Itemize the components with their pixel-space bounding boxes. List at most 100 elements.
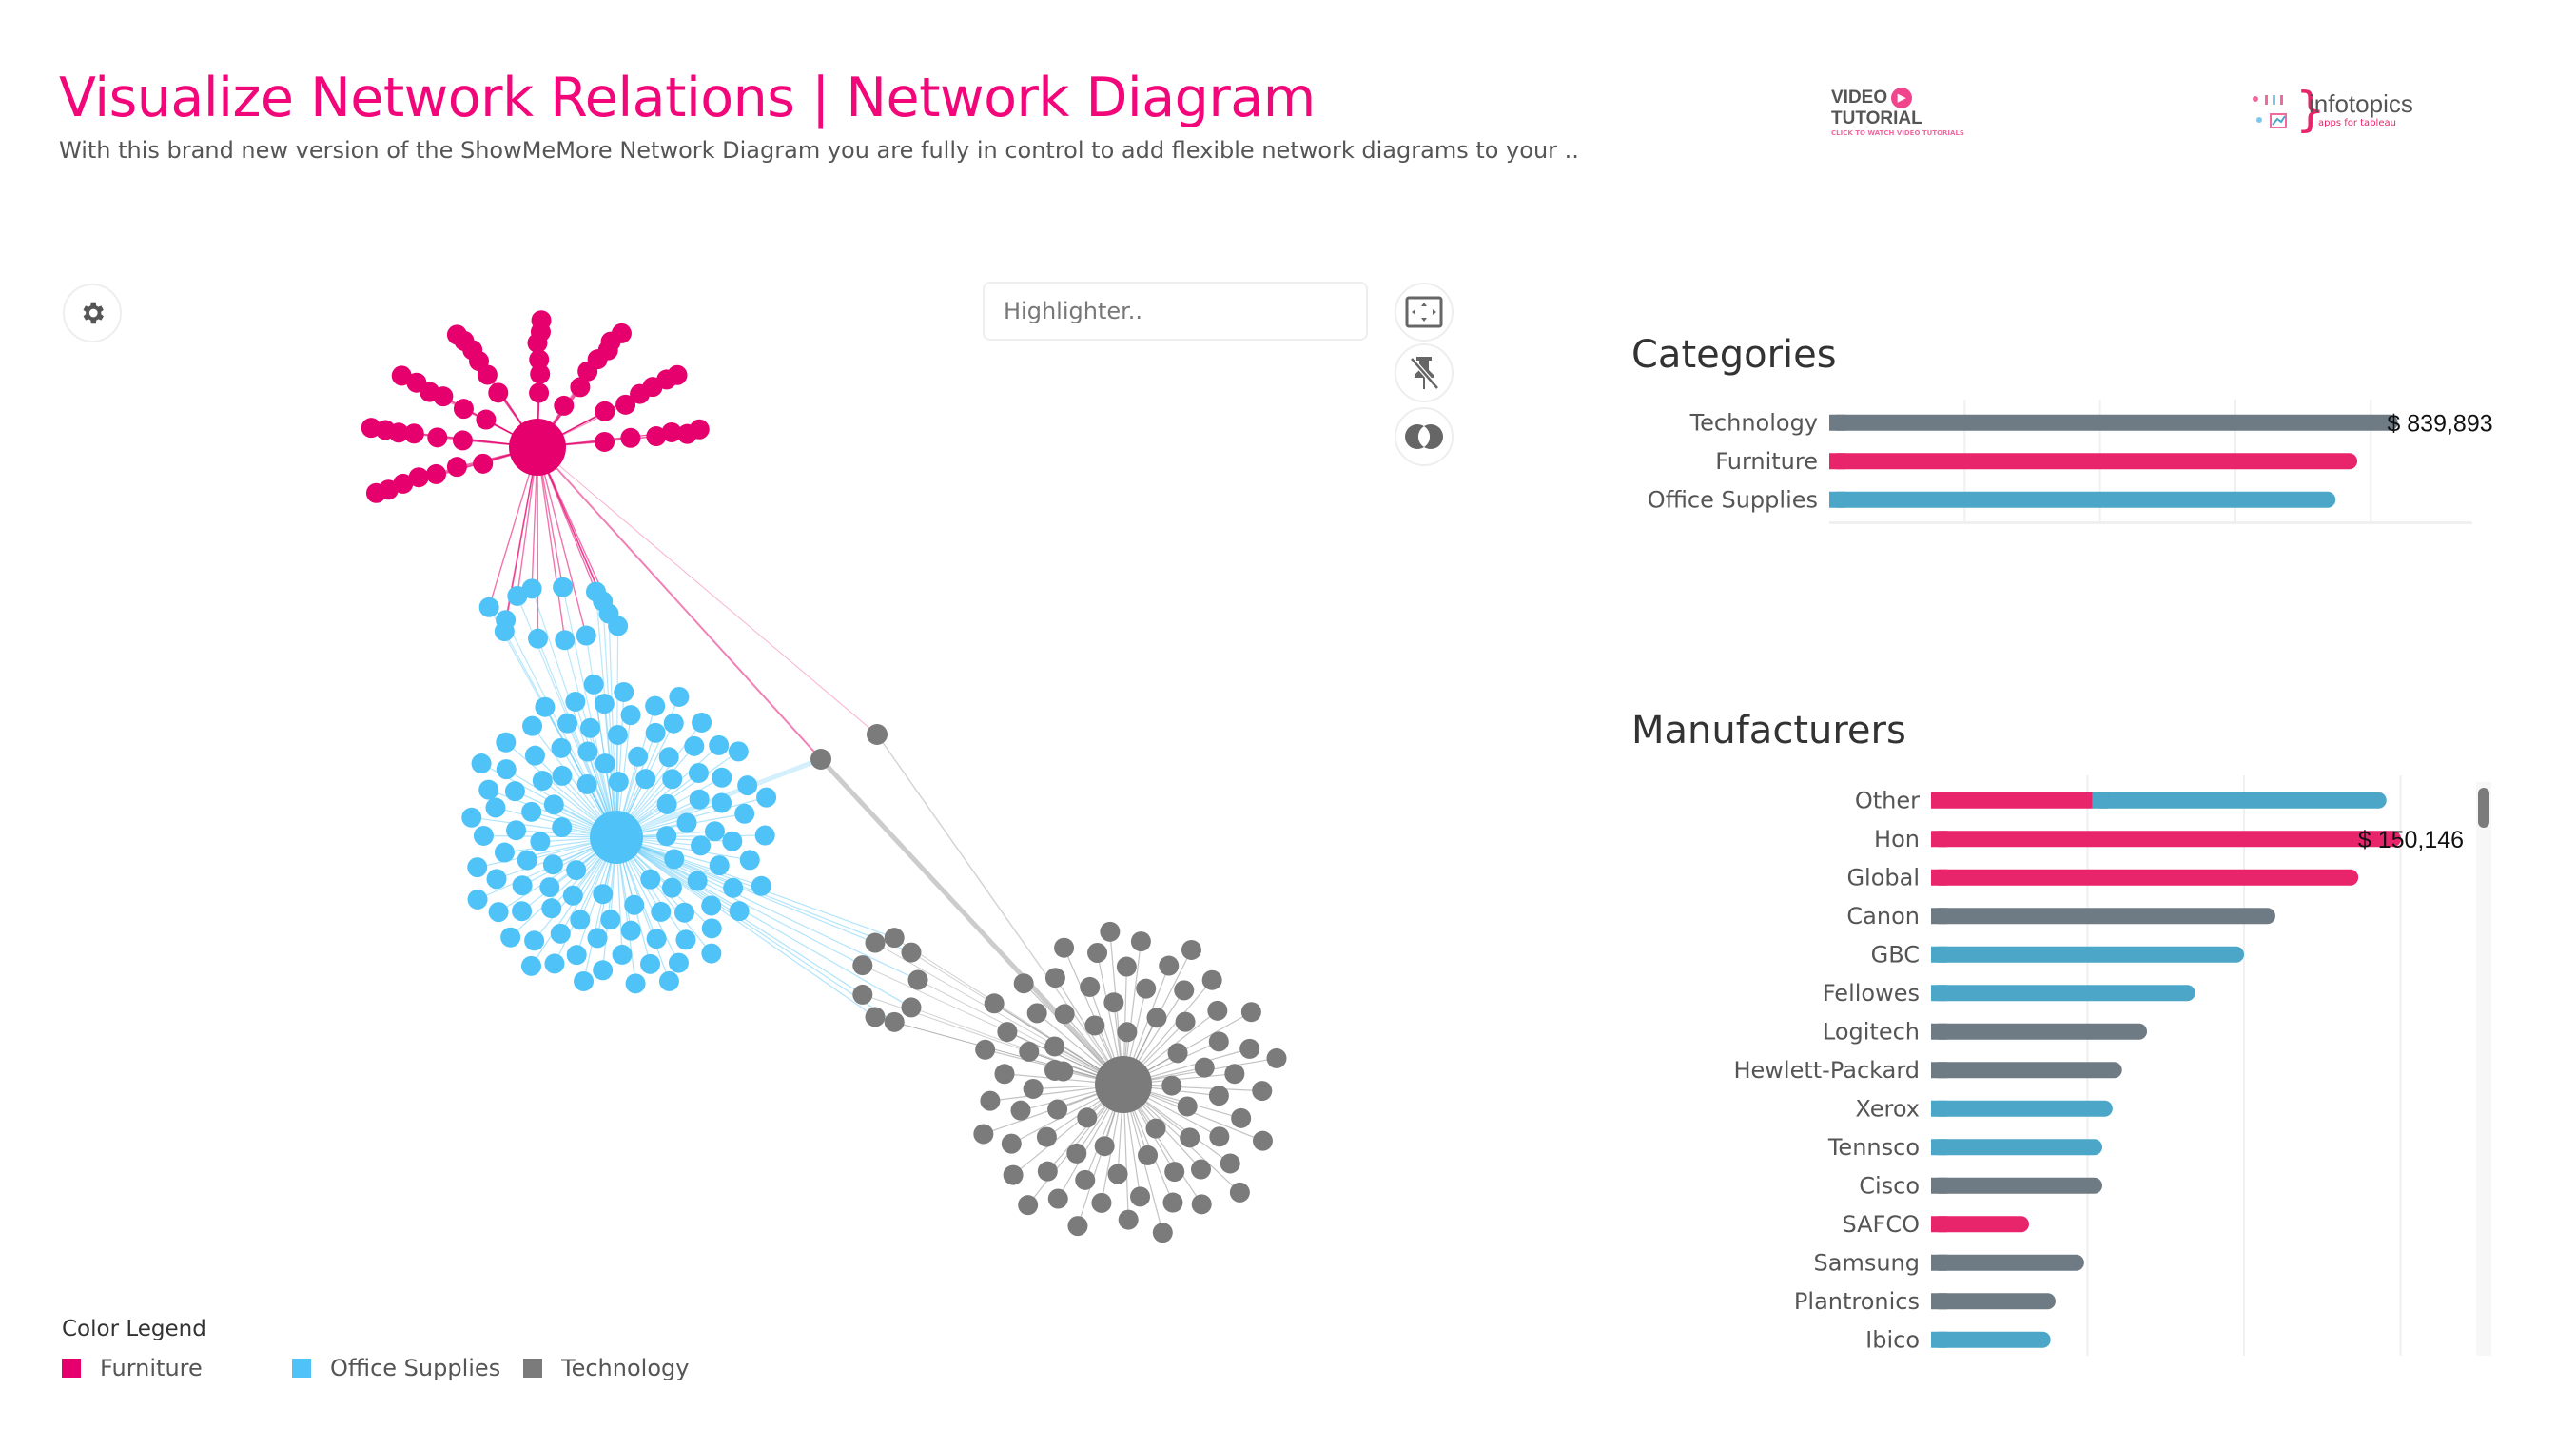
bar[interactable] [1931,1293,2056,1310]
network-node[interactable] [1239,1038,1260,1059]
network-node[interactable] [593,591,614,612]
network-node[interactable] [1181,939,1201,960]
bar[interactable] [2092,792,2387,809]
network-node[interactable] [1054,1004,1075,1025]
network-node[interactable] [512,875,533,896]
network-node[interactable] [668,952,689,973]
network-node[interactable] [570,377,591,398]
network-node[interactable] [646,426,667,447]
network-node[interactable] [684,735,705,756]
network-node[interactable] [532,771,553,792]
network-node[interactable] [1023,1078,1044,1099]
network-node[interactable] [1209,1126,1230,1147]
network-node[interactable] [1044,1036,1065,1057]
network-node[interactable] [1252,1081,1273,1102]
network-node[interactable] [403,423,424,444]
network-node[interactable] [391,365,412,386]
network-node[interactable] [521,578,542,599]
network-node[interactable] [658,747,679,768]
bar[interactable] [1931,946,2245,963]
network-node[interactable] [488,902,509,923]
network-node[interactable] [361,418,381,439]
network-node[interactable] [739,850,760,871]
network-node[interactable] [1252,1130,1273,1151]
network-node[interactable] [1180,1127,1200,1148]
network-node[interactable] [729,901,750,922]
network-hub-node[interactable] [590,811,643,864]
network-node[interactable] [722,831,743,851]
network-node[interactable] [485,797,506,818]
network-node[interactable] [570,910,591,930]
network-node[interactable] [1208,1086,1229,1106]
network-node[interactable] [865,932,886,953]
network-node[interactable] [496,732,517,753]
network-node[interactable] [907,969,928,990]
network-node[interactable] [478,597,499,617]
network-node[interactable] [689,419,710,440]
network-node[interactable] [1136,978,1157,999]
network-node[interactable] [1107,1164,1128,1184]
network-node[interactable] [867,724,888,745]
network-node[interactable] [973,1124,994,1145]
network-node[interactable] [1177,1096,1198,1117]
network-node[interactable] [662,769,683,790]
network-node[interactable] [1044,1060,1065,1081]
network-node[interactable] [550,923,571,944]
network-node[interactable] [884,928,905,949]
network-node[interactable] [676,812,697,833]
infotopics-logo[interactable]: } infotopics apps for tableau [2250,86,2413,143]
network-node[interactable] [734,803,755,824]
network-node[interactable] [504,781,525,802]
network-node[interactable] [975,1039,996,1060]
network-node[interactable] [620,427,641,448]
network-node[interactable] [1201,969,1222,990]
network-node[interactable] [461,807,482,828]
network-node[interactable] [611,323,632,343]
bar[interactable] [1931,1139,2103,1156]
network-node[interactable] [467,857,488,878]
network-node[interactable] [664,849,685,870]
bar[interactable] [1931,908,2275,925]
network-node[interactable] [574,970,595,991]
network-node[interactable] [620,920,641,941]
network-node[interactable] [640,869,661,890]
network-node[interactable] [543,794,564,815]
network-node[interactable] [640,953,661,974]
network-node[interactable] [1013,973,1034,994]
network-node[interactable] [1161,1075,1182,1096]
bar[interactable] [1931,985,2195,1002]
highlighter-input[interactable] [983,282,1368,341]
network-node[interactable] [625,973,646,994]
network-node[interactable] [1010,1100,1031,1121]
network-node[interactable] [595,753,615,774]
network-node[interactable] [1224,1064,1245,1085]
network-node[interactable] [542,854,563,875]
network-node[interactable] [689,789,710,810]
network-node[interactable] [544,953,565,974]
network-node[interactable] [1036,1126,1057,1147]
network-node[interactable] [1077,1107,1098,1128]
network-node[interactable] [1207,1000,1228,1021]
fit-to-screen-button[interactable] [1395,283,1454,342]
bar[interactable] [1931,1177,2103,1194]
network-hub-node[interactable] [1095,1056,1152,1113]
network-node[interactable] [565,691,586,712]
network-node[interactable] [1084,1015,1105,1036]
network-node[interactable] [994,1064,1015,1085]
network-node[interactable] [530,363,551,384]
network-node[interactable] [628,746,649,767]
overlap-toggle-button[interactable] [1395,407,1454,466]
network-node[interactable] [701,895,722,916]
bar[interactable] [1931,831,2402,848]
bar[interactable] [1931,792,2093,809]
network-node[interactable] [756,787,777,808]
network-node[interactable] [595,431,615,452]
network-node[interactable] [517,850,537,871]
network-node[interactable] [656,826,677,847]
network-node[interactable] [529,382,550,403]
network-node[interactable] [1001,1133,1022,1154]
network-node[interactable] [1087,942,1108,963]
network-node[interactable] [852,955,873,976]
network-node[interactable] [600,910,621,930]
network-node[interactable] [675,929,696,950]
